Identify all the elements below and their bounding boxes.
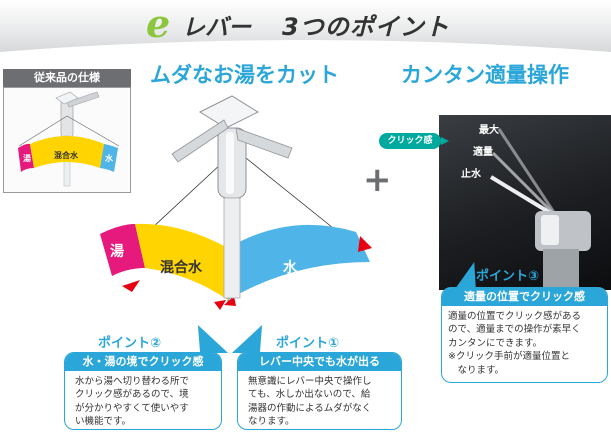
old-mix-label: 混合水 <box>54 150 79 160</box>
boundary-arrow-water <box>358 236 372 252</box>
position-stop-label: 止水 <box>461 167 482 180</box>
old-faucet-lever <box>66 91 100 108</box>
point-1-line: なります。 <box>248 416 295 428</box>
point-1-card: レバー中央でも水が出る 無意識にレバー中央で操作し ても、水しか出ないので、給 … <box>237 352 402 430</box>
faucet-neck-photo <box>543 249 579 290</box>
section-heading-waste-cut: ムダなお湯をカット <box>150 63 339 87</box>
faucet-spout <box>223 197 241 299</box>
boundary-arrow-mix <box>214 300 226 310</box>
mix-label: 混合水 <box>160 259 203 276</box>
boundary-arrow-hot <box>122 280 140 292</box>
old-model-panel: 湯 混合水 水 <box>3 87 131 193</box>
point-2-line: 水から湯へ切り替わる所で <box>75 376 190 387</box>
point-2-line: い機能です。 <box>75 416 132 428</box>
point-3-body: 適量の位置でクリック感がある ので、適量までの操作が素早く カンタンにできます。… <box>442 306 607 377</box>
point-3-card: 適量の位置でクリック感 適量の位置でクリック感がある ので、適量までの操作が素早… <box>441 287 608 383</box>
old-mix-band <box>30 136 104 168</box>
old-hot-label: 湯 <box>23 153 31 163</box>
brand-logo-lever: レバー <box>182 15 251 41</box>
faucet-lever-ghost-right <box>235 127 293 159</box>
point-2-line: が分かりやすくて使いやす <box>75 402 189 414</box>
position-max-label: 最大 <box>479 123 499 136</box>
faucet-cap <box>198 95 260 129</box>
point-1-body: 無意識にレバー中央で操作し ても、水しか出ないので、給 湯器の作動によるムダがな… <box>238 371 401 429</box>
hot-label: 湯 <box>110 243 124 260</box>
point-2-heading: 水・湯の境でクリック感 <box>65 353 221 371</box>
old-hot-band <box>18 143 34 172</box>
point-3-heading: 適量の位置でクリック感 <box>442 288 607 306</box>
old-guide-line-left <box>18 115 68 147</box>
mix-band <box>135 223 228 300</box>
hot-band <box>100 224 145 276</box>
point-3-line: ※クリック手前が適量位置と <box>448 351 570 363</box>
plus-sign: + <box>363 160 392 200</box>
old-model-diagram: 湯 混合水 水 <box>18 91 120 187</box>
old-water-band <box>100 144 118 172</box>
section-heading-easy-operation: カンタン適量操作 <box>401 63 569 87</box>
point-1-pointer <box>231 325 277 353</box>
lever-moderate-line <box>491 151 559 219</box>
brand-logo-e: e <box>146 1 171 46</box>
point-2-line: クリック感があるので、境 <box>75 389 189 401</box>
point-2-body: 水から湯へ切り替わる所で クリック感があるので、境 が分かりやすくて使いやす い… <box>65 371 221 429</box>
point-1-line: ても、水しか出ないので、給 <box>248 389 371 401</box>
point-3-line: カンタンにできます。 <box>448 337 543 349</box>
old-faucet-cap <box>55 91 79 105</box>
point-3-line: 適量の位置でクリック感がある <box>448 311 582 322</box>
lever-stop-line <box>489 175 559 219</box>
point-3-title: ポイント③ <box>476 269 540 284</box>
boundary-arrow-center <box>224 296 236 306</box>
lever-max-line <box>497 128 559 218</box>
point-3-line: なります。 <box>448 364 505 376</box>
water-label: 水 <box>283 259 298 276</box>
old-water-label: 水 <box>104 153 114 163</box>
click-feel-badge-pointer <box>441 137 449 145</box>
faucet-base-highlight <box>541 215 559 245</box>
point-2-title: ポイント② <box>98 336 162 351</box>
point-1-line: 無意識にレバー中央で操作し <box>248 376 372 387</box>
point-3-line: ので、適量までの操作が素早く <box>448 324 581 336</box>
header-curve <box>0 40 611 64</box>
old-model-tag: 従来品の仕様 <box>3 69 131 87</box>
point-1-heading: レバー中央でも水が出る <box>238 353 401 371</box>
point-1-line: 湯器の作動によるムダがなく <box>248 402 372 414</box>
faucet-lever-ghost-left <box>171 119 229 163</box>
lever-photo: 最大 適量 止水 <box>439 115 611 290</box>
water-band <box>228 224 370 300</box>
point-1-title: ポイント① <box>276 336 340 351</box>
page-title: 3つのポイント <box>282 13 450 41</box>
click-feel-badge: クリック感 <box>379 133 441 149</box>
point-2-pointer <box>183 325 229 353</box>
lever-range-diagram: 湯 混合水 水 <box>100 95 372 310</box>
lever-photo-art: 最大 適量 止水 <box>461 123 591 290</box>
point-2-card: 水・湯の境でクリック感 水から湯へ切り替わる所で クリック感があるので、境 が分… <box>64 352 222 430</box>
old-guide-line-right <box>66 115 120 147</box>
position-moderate-label: 適量 <box>473 145 493 158</box>
faucet-highlight <box>226 132 234 194</box>
